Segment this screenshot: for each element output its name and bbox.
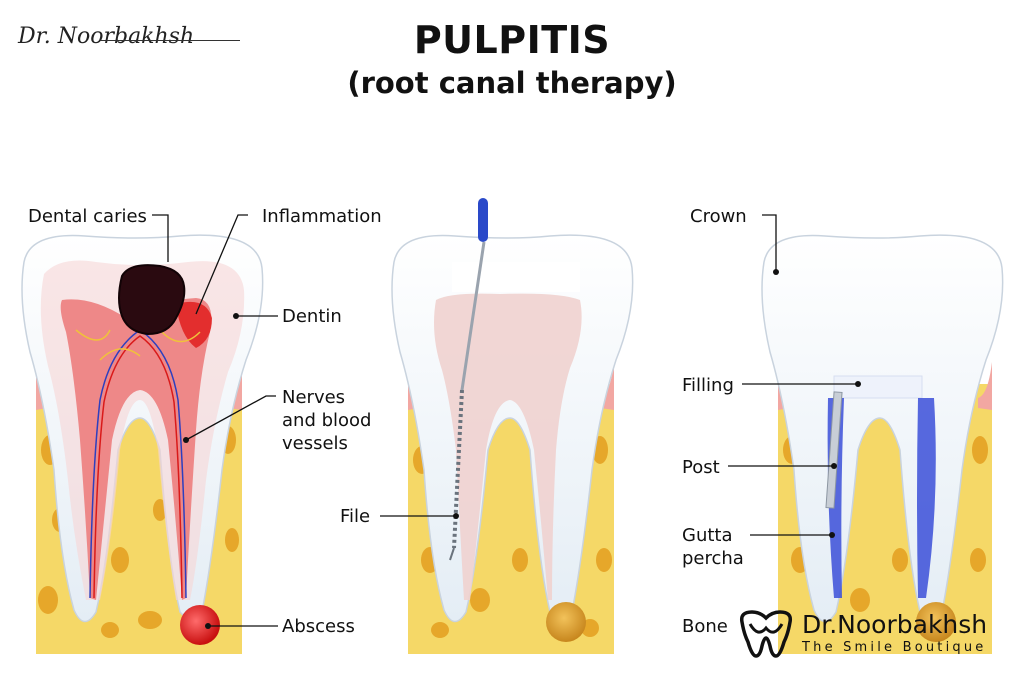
leader-inflammation bbox=[195, 214, 248, 315]
brand-name: Dr.Noorbakhsh bbox=[802, 610, 988, 639]
panel-inflamed-tooth bbox=[21, 234, 264, 654]
endodontic-file bbox=[449, 198, 488, 561]
brand-logo: Dr.Noorbakhsh The Smile Boutique bbox=[736, 606, 1006, 662]
bone-ball bbox=[546, 602, 586, 642]
label-gutta-line1: Gutta bbox=[682, 525, 733, 546]
label-nerves-line1: Nerves bbox=[282, 387, 345, 408]
tooth-enamel-outer bbox=[761, 234, 1004, 623]
label-crown: Crown bbox=[690, 206, 747, 227]
diagram-title: PULPITIS bbox=[413, 18, 611, 62]
leader-lines bbox=[152, 214, 858, 627]
brand-tagline: The Smile Boutique bbox=[802, 640, 987, 655]
label-abscess: Abscess bbox=[282, 616, 355, 637]
inflammation-area bbox=[176, 301, 212, 348]
label-nerves-line2: and blood bbox=[282, 410, 371, 431]
inflamed-pulp bbox=[60, 298, 212, 600]
filling bbox=[833, 375, 923, 399]
label-nerves-line3: vessels bbox=[282, 433, 348, 454]
label-gutta-line2: percha bbox=[682, 548, 744, 569]
label-filling: Filling bbox=[682, 375, 734, 396]
label-dentin: Dentin bbox=[282, 306, 342, 327]
panel-restored-tooth bbox=[761, 234, 1004, 654]
abscess bbox=[180, 605, 220, 645]
leader-dots bbox=[183, 269, 861, 629]
label-bone: Bone bbox=[682, 616, 728, 637]
access-opening bbox=[452, 262, 580, 292]
label-inflammation: Inflammation bbox=[262, 206, 382, 227]
bone-spots bbox=[783, 436, 988, 612]
leader-nerves bbox=[185, 395, 276, 441]
label-file: File bbox=[340, 506, 370, 527]
tooth-logo-icon bbox=[739, 610, 793, 658]
signature-logo: Dr. Noorbakhsh bbox=[18, 24, 195, 49]
label-dental-caries: Dental caries bbox=[28, 206, 147, 227]
post bbox=[825, 391, 843, 509]
dental-caries bbox=[118, 264, 186, 336]
diagram-subtitle: (root canal therapy) bbox=[347, 66, 677, 100]
signature-underline bbox=[100, 40, 240, 41]
label-post: Post bbox=[682, 457, 720, 478]
emptied-pulp-chamber bbox=[434, 293, 582, 600]
leader-dental-caries bbox=[152, 214, 169, 262]
bone-ball bbox=[916, 602, 956, 642]
leader-crown bbox=[762, 214, 777, 272]
panel-root-canal-file bbox=[391, 198, 634, 654]
